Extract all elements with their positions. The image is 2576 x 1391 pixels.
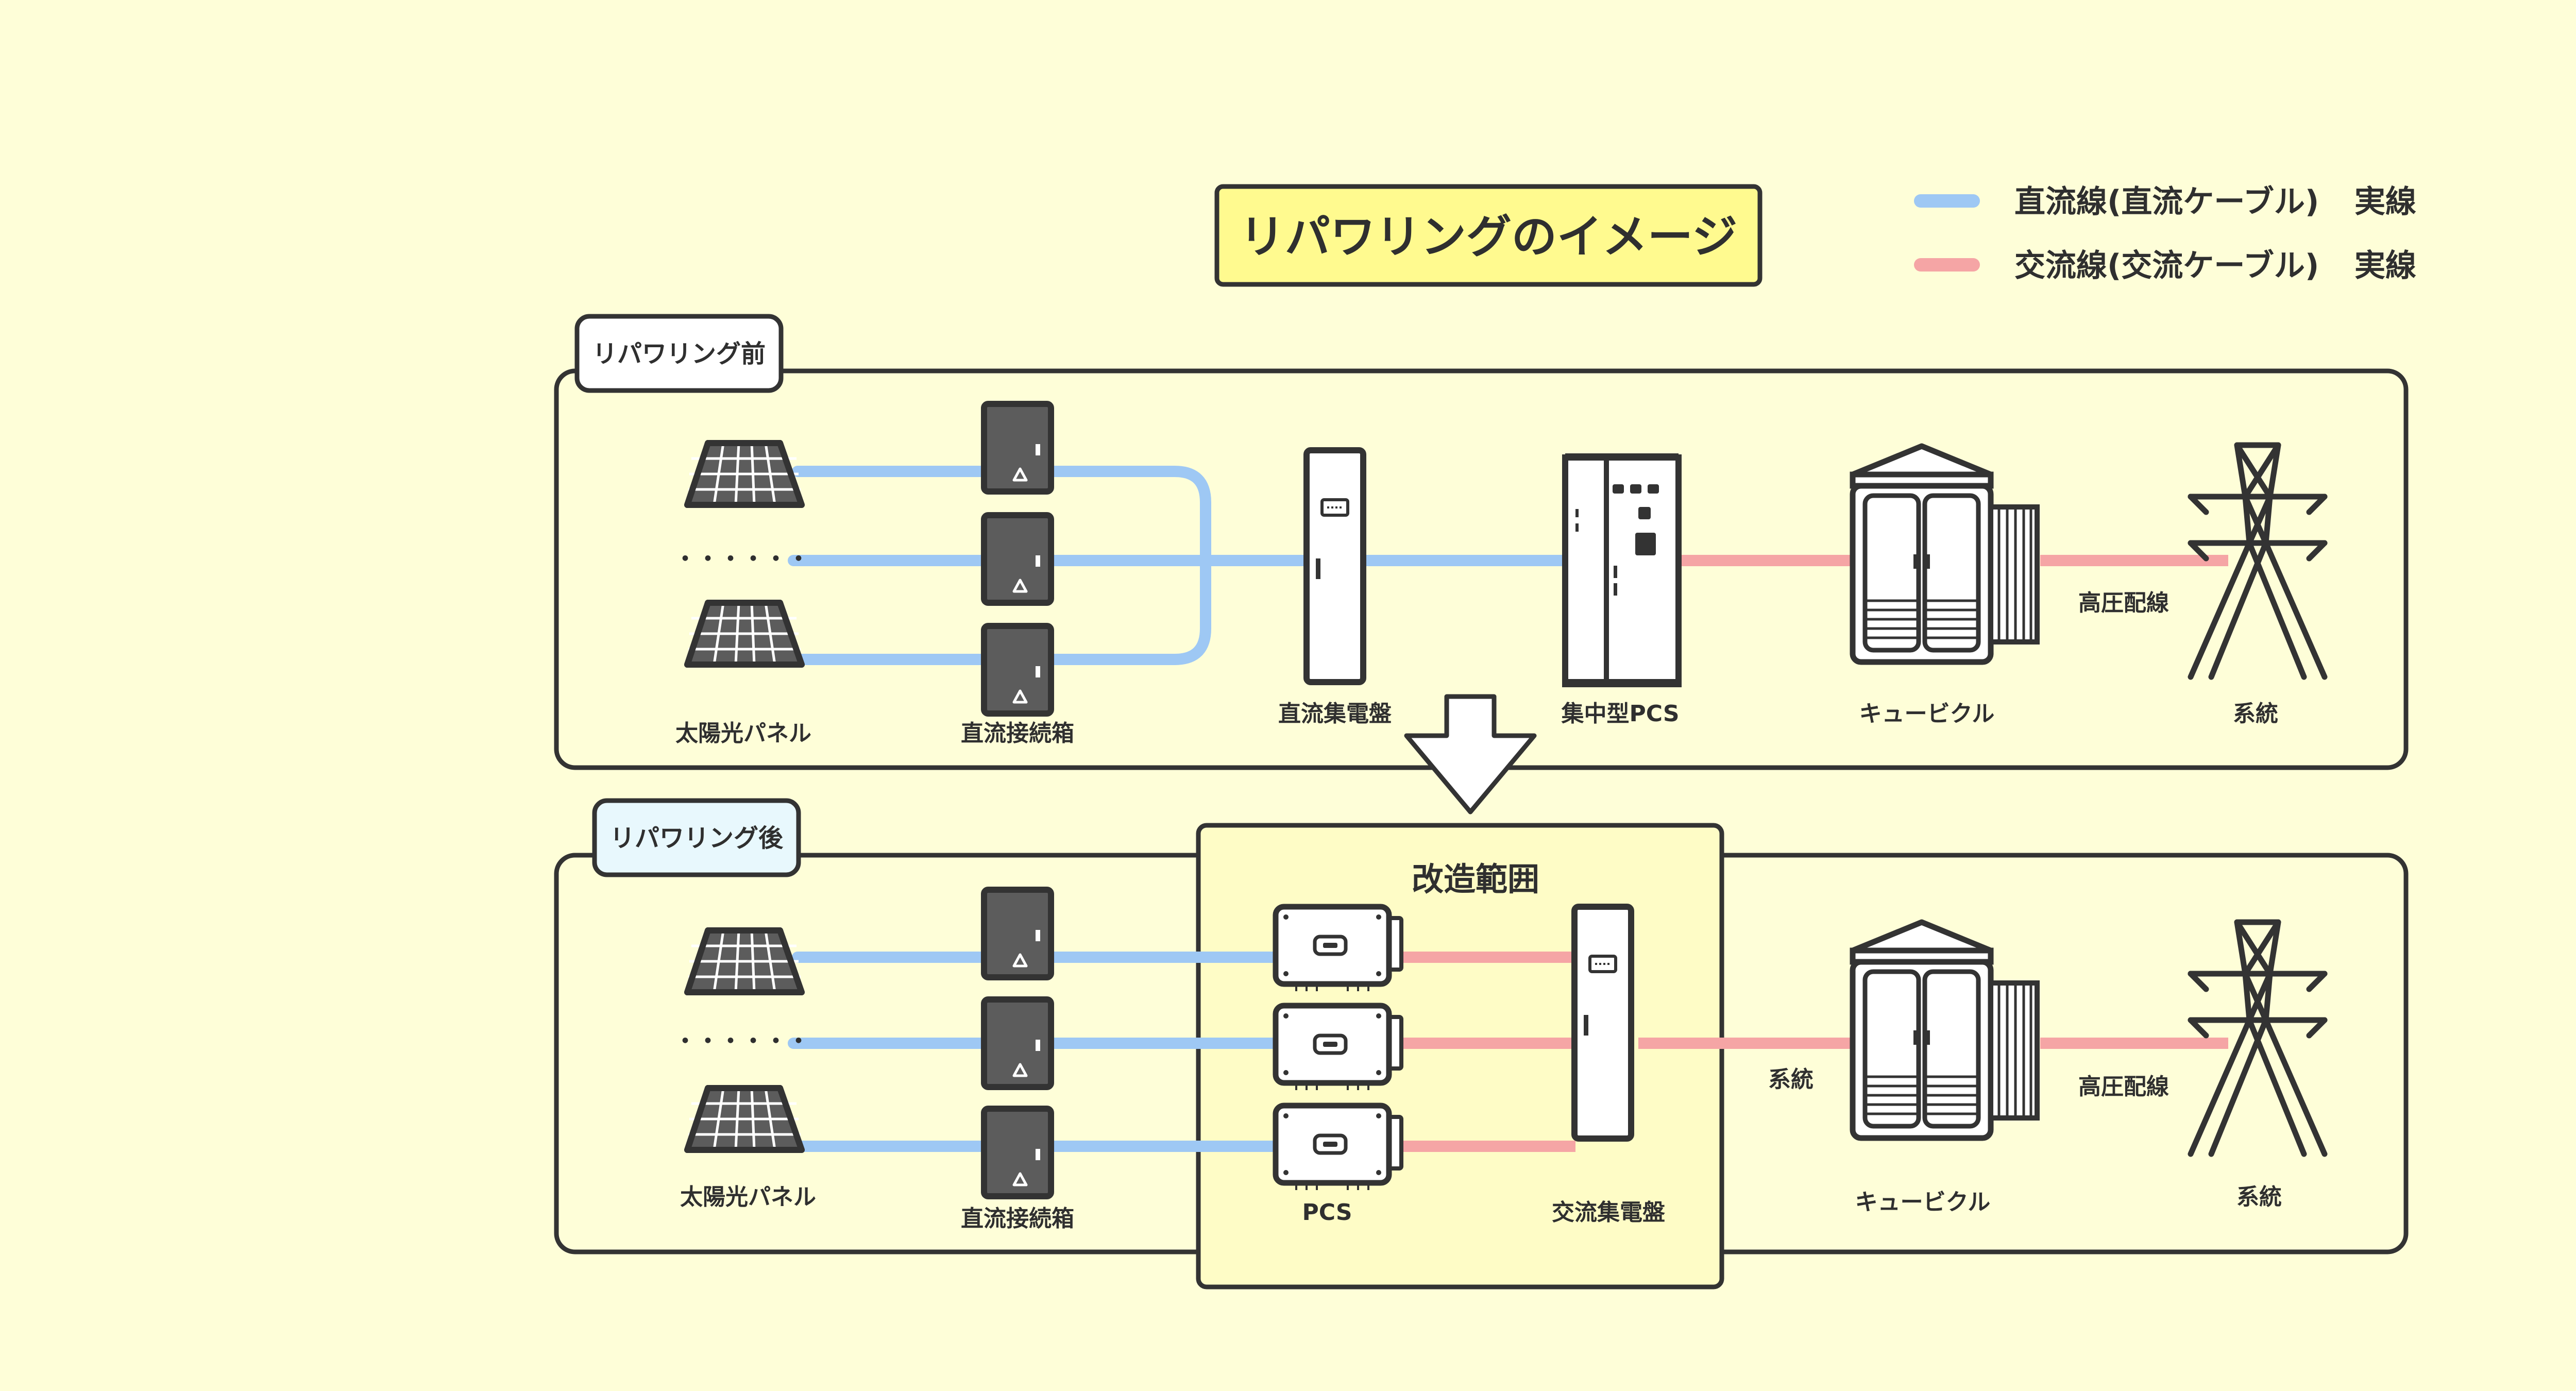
before-junction-box-label: 直流接続箱 [961, 720, 1074, 747]
after-grid-line-label: 系統 [1768, 1066, 1814, 1093]
before-solar-panel-label: 太陽光パネル [675, 720, 811, 747]
after-ac-wires [1398, 952, 2228, 1152]
modification-scope-label: 改造範囲 [1412, 860, 1539, 898]
junction-box-icon [984, 890, 1051, 977]
junction-box-icon [984, 626, 1051, 714]
pcs-unit-icon [1276, 1006, 1401, 1090]
page-title: リパワリングのイメージ [1240, 210, 1737, 263]
after-solar-panel-label: 太陽光パネル [680, 1184, 816, 1210]
solar-panel-icon [687, 930, 802, 992]
pcs-unit-icon [1276, 1106, 1401, 1190]
before-tab-label: リパワリング前 [592, 340, 766, 368]
after-cubicle-label: キュービクル [1855, 1189, 1991, 1215]
after-ac-collection-panel-label: 交流集電盤 [1552, 1199, 1665, 1226]
after-tab-label: リパワリング後 [610, 824, 784, 853]
before-cubicle-label: キュービクル [1859, 701, 1995, 727]
pcs-unit-icon [1276, 907, 1401, 991]
central-pcs-icon [1565, 453, 1679, 686]
after-grid-label: 系統 [2236, 1184, 2282, 1210]
before-hv-wiring-label: 高圧配線 [2078, 590, 2169, 616]
after-dc-wires [788, 952, 1282, 1152]
before-ellipsis: ・・・・・・ [674, 546, 810, 572]
before-central-pcs-label: 集中型PCS [1561, 701, 1679, 727]
cubicle-icon [1853, 922, 2037, 1138]
legend-dc-label: 直流線(直流ケーブル) [2014, 184, 2319, 220]
solar-panel-icon [687, 603, 802, 665]
before-grid-label: 系統 [2233, 701, 2278, 727]
title-box [1214, 184, 1762, 287]
cubicle-icon [1853, 446, 2037, 662]
after-hv-wiring-label: 高圧配線 [2078, 1074, 2169, 1100]
legend-dc-style: 実線 [2354, 184, 2416, 220]
before-dc-collection-panel-label: 直流集電盤 [1278, 701, 1392, 727]
solar-panel-icon [687, 1088, 802, 1150]
before-tab [574, 314, 784, 393]
collection-panel-icon [1307, 450, 1363, 682]
legend-ac-label: 交流線(交流ケーブル) [2014, 248, 2319, 284]
after-ellipsis: ・・・・・・ [674, 1028, 810, 1055]
after-pcs-label: PCS [1302, 1199, 1352, 1226]
legend-ac-style: 実線 [2354, 248, 2416, 284]
solar-panel-icon [687, 443, 802, 505]
junction-box-icon [984, 515, 1051, 603]
before-dc-wires [788, 466, 1572, 665]
collection-panel-icon [1574, 907, 1631, 1139]
junction-box-icon [984, 404, 1051, 491]
down-arrow-icon [1404, 694, 1537, 815]
junction-box-icon [984, 999, 1051, 1087]
after-junction-box-label: 直流接続箱 [961, 1206, 1074, 1232]
after-tab [592, 798, 801, 877]
junction-box-icon [984, 1109, 1051, 1196]
